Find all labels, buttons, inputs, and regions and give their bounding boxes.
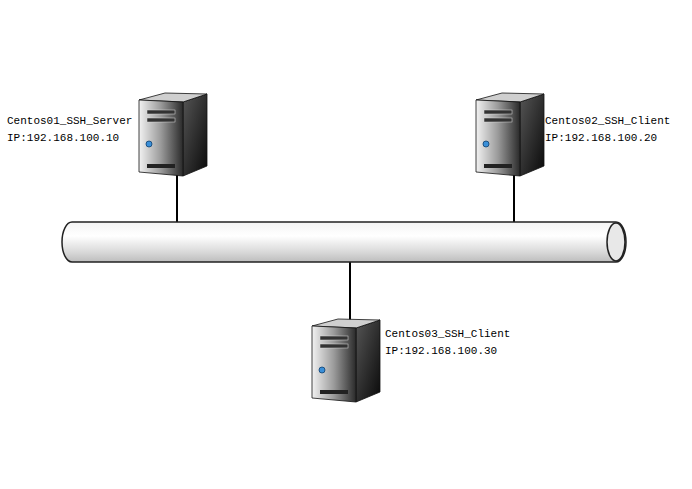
bus-pipe (62, 222, 626, 262)
server-label: Centos02_SSH_ClientIP:192.168.100.20 (545, 113, 670, 147)
server-icon (137, 92, 209, 178)
ip-address: IP:192.168.100.30 (385, 343, 510, 360)
server-node: Centos01_SSH_ServerIP:192.168.100.10 (5, 92, 209, 178)
server-node: Centos03_SSH_ClientIP:192.168.100.30 (310, 318, 513, 404)
server-label: Centos01_SSH_ServerIP:192.168.100.10 (7, 113, 132, 147)
server-icon (474, 92, 546, 178)
server-icon (310, 318, 382, 404)
host-name: Centos03_SSH_Client (385, 326, 510, 343)
server-label: Centos03_SSH_ClientIP:192.168.100.30 (385, 326, 510, 360)
server-node: Centos02_SSH_ClientIP:192.168.100.20 (474, 92, 673, 178)
host-name: Centos02_SSH_Client (545, 113, 670, 130)
pipe-end (607, 223, 625, 261)
ip-address: IP:192.168.100.10 (7, 130, 132, 147)
host-name: Centos01_SSH_Server (7, 113, 132, 130)
ip-address: IP:192.168.100.20 (545, 130, 670, 147)
